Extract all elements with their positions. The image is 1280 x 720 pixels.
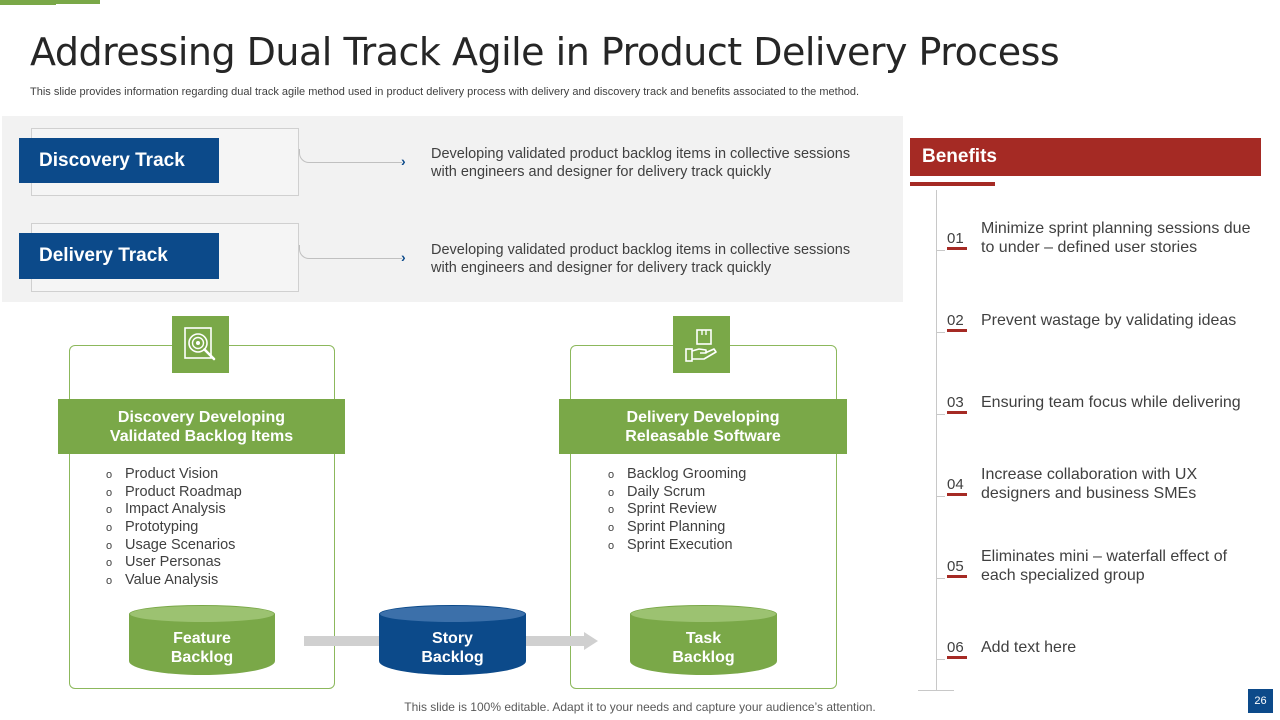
list-item: Product Vision: [106, 466, 242, 484]
task-backlog-cylinder: Task Backlog: [630, 605, 777, 675]
discovery-banner-line1: Discovery Developing: [117, 408, 286, 426]
benefit-tick: [936, 496, 945, 497]
list-item: Daily Scrum: [608, 484, 746, 502]
benefits-header: Benefits: [910, 138, 1261, 176]
footer-note: This slide is 100% editable. Adapt it to…: [404, 700, 876, 714]
task-backlog-line2: Backlog: [672, 649, 735, 666]
benefit-number: 01: [947, 230, 964, 247]
discovery-track-description: Developing validated product backlog ite…: [431, 146, 851, 180]
delivery-banner-line2: Releasable Software: [625, 427, 781, 445]
flow-arrow: [304, 636, 384, 646]
delivery-banner-line1: Delivery Developing: [626, 408, 780, 426]
list-item: Sprint Execution: [608, 537, 746, 555]
benefit-text: Prevent wastage by validating ideas: [981, 312, 1237, 329]
top-accent-line: [0, 4, 56, 5]
delivery-stage-list: Backlog Grooming Daily Scrum Sprint Revi…: [608, 466, 746, 554]
feature-backlog-line2: Backlog: [170, 649, 234, 666]
discovery-banner-line2: Validated Backlog Items: [109, 427, 294, 445]
benefit-number-bar: [947, 575, 967, 578]
story-backlog-line2: Backlog: [421, 649, 484, 666]
list-item: Prototyping: [106, 519, 242, 537]
task-backlog-line1: Task: [685, 630, 722, 647]
feature-backlog-line1: Feature: [173, 630, 231, 647]
delivery-track-connector-curve: [299, 245, 313, 259]
benefit-number: 03: [947, 394, 964, 411]
delivery-track-label[interactable]: Delivery Track: [19, 233, 219, 279]
discovery-stage-banner: Discovery Developing Validated Backlog I…: [58, 399, 345, 454]
feature-backlog-cylinder: Feature Backlog: [129, 605, 275, 675]
benefits-timeline: [936, 190, 937, 690]
list-item: Usage Scenarios: [106, 537, 242, 555]
delivery-stage-banner: Delivery Developing Releasable Software: [559, 399, 847, 454]
benefit-tick: [936, 659, 945, 660]
benefit-number: 04: [947, 476, 964, 493]
benefit-number-bar: [947, 247, 967, 250]
story-backlog-cylinder: Story Backlog: [379, 605, 526, 675]
top-accent-bar: [0, 0, 100, 4]
benefit-number: 02: [947, 312, 964, 329]
list-item: Sprint Review: [608, 501, 746, 519]
hand-box-icon: [673, 316, 730, 373]
benefits-underline: [910, 182, 995, 186]
benefit-number: 05: [947, 558, 964, 575]
benefit-text: Eliminates mini – waterfall effect of ea…: [981, 548, 1228, 584]
benefit-number-bar: [947, 656, 967, 659]
list-item: Sprint Planning: [608, 519, 746, 537]
benefit-tick: [936, 578, 945, 579]
discovery-track-label[interactable]: Discovery Track: [19, 138, 219, 183]
benefit-text: Ensuring team focus while delivering: [981, 394, 1241, 411]
benefits-timeline-base: [918, 690, 954, 691]
discovery-track-connector: [312, 162, 402, 163]
page-number: 26: [1248, 689, 1273, 713]
benefit-tick: [936, 332, 945, 333]
delivery-track-connector: [312, 258, 402, 259]
story-backlog-line1: Story: [432, 630, 473, 647]
slide-title: Addressing Dual Track Agile in Product D…: [30, 30, 1060, 74]
discovery-track-connector-curve: [299, 149, 313, 163]
benefit-text: Minimize sprint planning sessions due to…: [981, 220, 1251, 256]
benefit-text: Increase collaboration with UX designers…: [981, 466, 1198, 502]
chevron-right-icon: ›: [401, 153, 406, 169]
flow-arrow-right-icon: [522, 632, 598, 650]
list-item: Backlog Grooming: [608, 466, 746, 484]
benefit-tick: [936, 250, 945, 251]
discovery-stage-list: Product Vision Product Roadmap Impact An…: [106, 466, 242, 590]
delivery-track-description: Developing validated product backlog ite…: [431, 242, 851, 276]
benefit-text: Add text here: [981, 639, 1077, 656]
magnifier-target-icon: [172, 316, 229, 373]
benefit-number-bar: [947, 493, 967, 496]
slide-subtitle: This slide provides information regardin…: [30, 86, 860, 98]
list-item: Impact Analysis: [106, 501, 242, 519]
list-item: Value Analysis: [106, 572, 242, 590]
benefit-tick: [936, 414, 945, 415]
benefit-number: 06: [947, 639, 964, 656]
benefit-number-bar: [947, 329, 967, 332]
list-item: User Personas: [106, 554, 242, 572]
list-item: Product Roadmap: [106, 484, 242, 502]
chevron-right-icon: ›: [401, 249, 406, 265]
benefit-number-bar: [947, 411, 967, 414]
